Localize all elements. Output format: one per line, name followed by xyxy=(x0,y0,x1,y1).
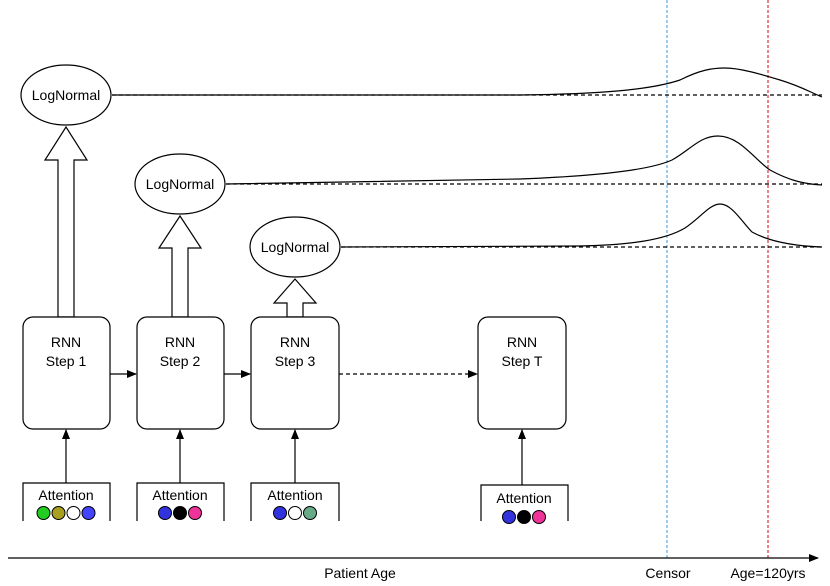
attention-label: Attention xyxy=(496,490,551,506)
attention-dot xyxy=(81,506,96,520)
rnn-step-2: RNN Step 2 xyxy=(136,316,225,430)
attention-label: Attention xyxy=(38,487,93,503)
density-curve xyxy=(112,67,823,98)
rnn-step-label: Step 2 xyxy=(160,353,201,369)
lognormal-node xyxy=(134,153,226,215)
attention-dot xyxy=(273,506,287,520)
attention-box-3: Attention xyxy=(250,482,340,521)
distribution-1: LogNormal xyxy=(20,64,823,126)
attention-dot xyxy=(288,506,302,520)
rnn-label: RNN xyxy=(51,334,81,350)
density-curve xyxy=(225,135,823,186)
rnn-step-1: RNN Step 1 xyxy=(22,316,111,430)
rnn-step-label: Step 1 xyxy=(46,353,87,369)
attention-box-1: Attention xyxy=(22,482,111,521)
attention-box-t: Attention xyxy=(480,484,569,524)
rnn-label: RNN xyxy=(507,334,537,350)
attention-dots xyxy=(273,506,317,520)
attention-dots xyxy=(36,506,96,520)
attention-dots xyxy=(158,506,202,520)
attention-dot xyxy=(36,506,51,520)
lognormal-label: LogNormal xyxy=(146,176,214,192)
lognormal-node xyxy=(249,216,341,278)
output-arrow-3 xyxy=(272,278,318,318)
attention-dot xyxy=(303,506,317,520)
output-arrow-1 xyxy=(43,125,89,318)
attention-dot xyxy=(158,506,172,520)
attention-dots xyxy=(502,510,546,524)
density-curve xyxy=(340,203,823,248)
rnn-step-3: RNN Step 3 xyxy=(250,316,340,430)
attention-dot xyxy=(66,506,81,520)
attention-dot xyxy=(532,510,546,524)
lognormal-label: LogNormal xyxy=(32,87,100,103)
attention-dot xyxy=(517,510,531,524)
axis-label: Patient Age xyxy=(324,565,396,581)
age-limit-label: Age=120yrs xyxy=(730,565,805,581)
lognormal-node xyxy=(20,64,112,126)
censor-label: Censor xyxy=(645,565,690,581)
attention-dot xyxy=(502,510,516,524)
attention-label: Attention xyxy=(152,487,207,503)
attention-label: Attention xyxy=(267,487,322,503)
attention-dot xyxy=(51,506,66,520)
attention-dot xyxy=(173,506,187,520)
distribution-2: LogNormal xyxy=(134,135,823,215)
rnn-label: RNN xyxy=(280,334,310,350)
distribution-3: LogNormal xyxy=(249,203,823,278)
lognormal-label: LogNormal xyxy=(261,239,329,255)
rnn-step-t: RNN Step T xyxy=(477,316,567,430)
attention-dot xyxy=(188,506,202,520)
rnn-label: RNN xyxy=(165,334,195,350)
attention-box-2: Attention xyxy=(136,482,225,521)
rnn-step-label: Step T xyxy=(502,353,543,369)
output-arrow-2 xyxy=(157,214,203,318)
rnn-step-label: Step 3 xyxy=(275,353,316,369)
